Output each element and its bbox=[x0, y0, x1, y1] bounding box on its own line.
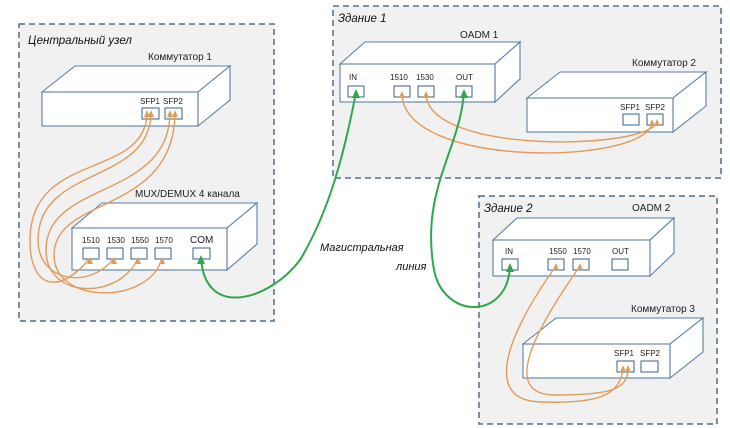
oadm-2-port-out[interactable] bbox=[611, 258, 629, 271]
mux-port-label-1550: 1550 bbox=[131, 236, 149, 245]
mux-port-1550[interactable] bbox=[130, 247, 148, 260]
oadm-2-title: OADM 2 bbox=[632, 203, 671, 214]
trunk-line: Магистральная линия bbox=[197, 89, 514, 308]
switch-2-port-label-sfp2: SFP2 bbox=[645, 103, 666, 112]
zone-central-label: Центральный узел bbox=[28, 35, 132, 47]
zone-building1-label: Здание 1 bbox=[338, 13, 387, 25]
oadm-1-port-label-out: OUT bbox=[456, 73, 473, 82]
oadm-1-port-label-in: IN bbox=[349, 73, 357, 82]
mux-demux: MUX/DEMUX 4 канала 1510 1530 1550 1570 C… bbox=[70, 189, 259, 272]
zone-building2-label: Здание 2 bbox=[484, 203, 533, 215]
fibers-central bbox=[29, 110, 178, 294]
mux-port-label-1510: 1510 bbox=[82, 236, 100, 245]
switch-2-port-sfp1[interactable] bbox=[622, 113, 640, 126]
oadm-1-title: OADM 1 bbox=[460, 30, 499, 41]
mux-port-1510[interactable] bbox=[82, 247, 100, 260]
mux-port-label-1570: 1570 bbox=[155, 236, 173, 245]
trunk-label-line1: Магистральная bbox=[320, 242, 404, 254]
mux-port-label-1530: 1530 bbox=[107, 236, 125, 245]
trunk-label-line2: линия bbox=[395, 261, 426, 273]
oadm-2-port-label-1550: 1550 bbox=[549, 247, 567, 256]
oadm-2-port-label-1570: 1570 bbox=[573, 247, 591, 256]
switch-2-port-label-sfp1: SFP1 bbox=[620, 103, 641, 112]
switch-1-port-label-sfp2: SFP2 bbox=[163, 97, 184, 106]
switch-3: Коммутатор 3 SFP1 SFP2 bbox=[521, 304, 705, 380]
switch-1: Коммутатор 1 SFP1 SFP2 bbox=[40, 52, 232, 128]
switch-3-port-sfp2[interactable] bbox=[640, 360, 659, 373]
mux-port-1570[interactable] bbox=[154, 247, 172, 260]
switch-3-title: Коммутатор 3 bbox=[631, 304, 695, 315]
switch-1-title: Коммутатор 1 bbox=[148, 52, 212, 63]
switch-1-port-label-sfp1: SFP1 bbox=[140, 97, 161, 106]
oadm-2-port-label-in: IN bbox=[505, 247, 513, 256]
mux-com-label: COM bbox=[190, 235, 213, 246]
oadm-2: OADM 2 IN 1550 1570 OUT bbox=[491, 203, 676, 278]
mux-port-1530[interactable] bbox=[106, 247, 124, 260]
fibers-building1 bbox=[399, 91, 660, 154]
oadm-2-port-label-out: OUT bbox=[612, 247, 629, 256]
oadm-1-port-label-1510: 1510 bbox=[390, 73, 408, 82]
fibers-building2 bbox=[505, 263, 631, 403]
mux-title: MUX/DEMUX 4 канала bbox=[135, 189, 240, 200]
switch-2-port-sfp2[interactable] bbox=[646, 113, 664, 126]
switch-3-port-sfp1[interactable] bbox=[616, 360, 635, 373]
oadm-1-port-label-1530: 1530 bbox=[416, 73, 434, 82]
switch-2-title: Коммутатор 2 bbox=[632, 58, 696, 69]
switch-3-port-label-sfp2: SFP2 bbox=[640, 349, 661, 358]
switch-3-port-label-sfp1: SFP1 bbox=[614, 349, 635, 358]
switch-2: Коммутатор 2 SFP1 SFP2 bbox=[525, 58, 708, 134]
